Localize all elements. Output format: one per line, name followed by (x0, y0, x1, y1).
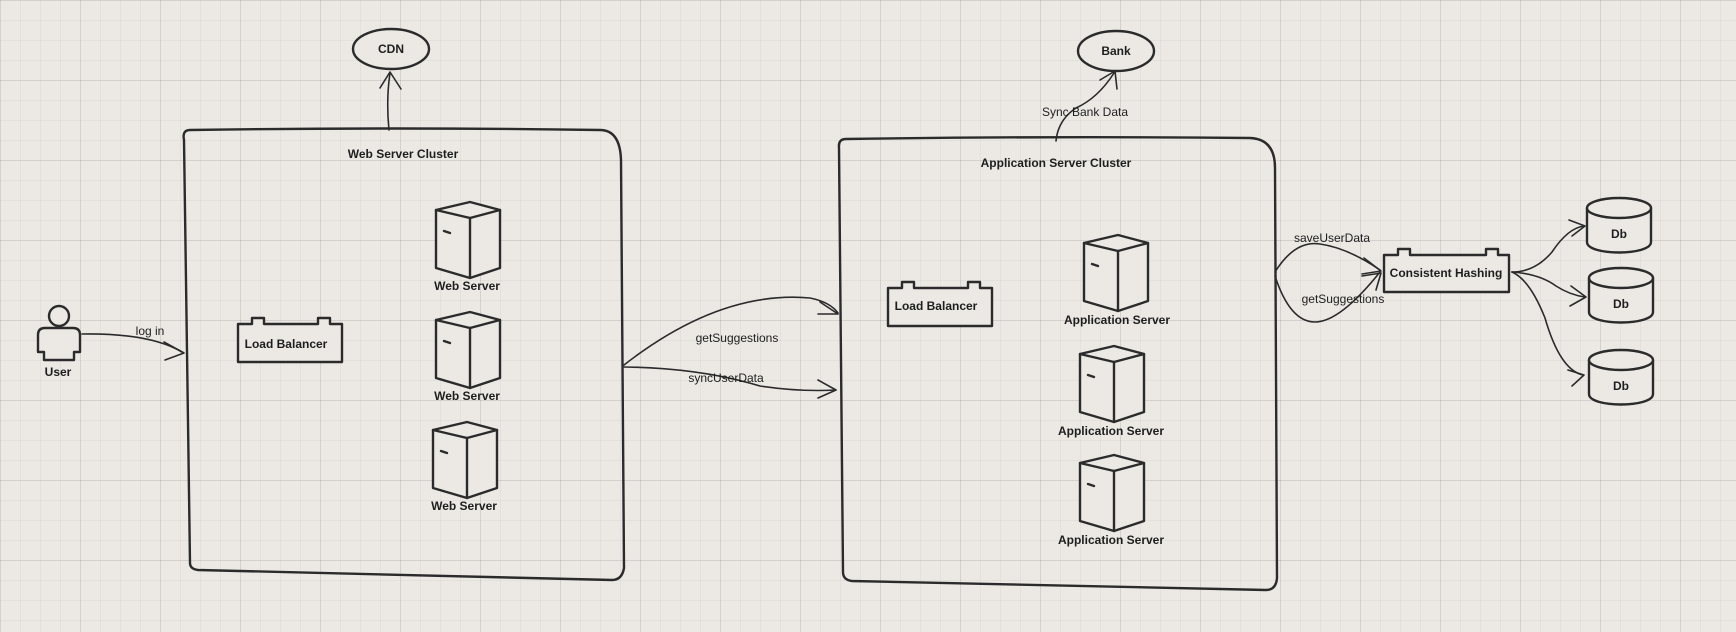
edge-hashing-db-3[interactable] (1511, 271, 1584, 376)
edge-sync-bank-data[interactable] (1055, 72, 1115, 142)
arrowhead-get-suggestions-app (1361, 272, 1382, 291)
edge-label-save-user-data: saveUserData (1294, 231, 1370, 245)
app-server-3-label: Application Server (1058, 533, 1164, 547)
db-1-label: Db (1611, 227, 1627, 241)
db-node-3[interactable]: Db (1587, 348, 1655, 406)
app-server-2-label: Application Server (1058, 424, 1164, 438)
app-server-2[interactable]: Application Server (1058, 344, 1164, 438)
web-server-3-label: Web Server (431, 499, 497, 513)
edge-sync-user-data[interactable] (623, 366, 837, 392)
app-server-3[interactable]: Application Server (1058, 453, 1164, 547)
consistent-hashing-label: Consistent Hashing (1390, 266, 1503, 280)
user-body-icon (36, 326, 82, 362)
user-label: User (45, 365, 72, 379)
edge-label-get-suggestions-app: getSuggestions (1302, 292, 1385, 306)
db-2-icon (1587, 266, 1655, 324)
edge-label-log-in: log in (136, 324, 165, 338)
edge-label-get-suggestions-web: getSuggestions (696, 331, 779, 345)
web-server-1[interactable]: Web Server (434, 200, 502, 293)
arrowhead-save-user-data (1361, 257, 1382, 275)
app-load-balancer-label: Load Balancer (895, 299, 978, 313)
user-head-icon (47, 304, 71, 328)
app-server-cluster-box[interactable] (837, 136, 1279, 592)
db-1-icon (1585, 196, 1653, 254)
cdn-label: CDN (378, 42, 404, 56)
edge-to-cdn[interactable] (386, 72, 391, 131)
arrowhead-db-3 (1567, 369, 1585, 387)
edge-get-suggestions-web[interactable] (623, 296, 839, 366)
web-server-2-icon (434, 310, 502, 390)
web-server-1-label: Web Server (434, 279, 500, 293)
arrowhead-db-1 (1568, 219, 1586, 237)
arrowhead-cdn (379, 71, 402, 90)
connectors (81, 70, 1587, 399)
bank-label: Bank (1101, 44, 1131, 58)
edge-hashing-db-1[interactable] (1511, 225, 1585, 273)
app-cluster-title: Application Server Cluster (981, 156, 1132, 170)
arrowhead-db-2 (1569, 285, 1587, 307)
arrowhead-get-suggestions-web (817, 301, 839, 315)
db-3-label: Db (1613, 379, 1629, 393)
cdn-node[interactable]: CDN (351, 27, 431, 71)
edge-save-user-data[interactable] (1274, 242, 1381, 273)
app-server-2-icon (1078, 344, 1146, 424)
web-server-2[interactable]: Web Server (434, 310, 502, 403)
app-server-1-icon (1082, 233, 1150, 313)
app-load-balancer[interactable]: Load Balancer (886, 280, 994, 328)
user-node[interactable]: User (36, 304, 82, 379)
web-server-cluster-box[interactable] (182, 127, 626, 582)
edge-get-suggestions-app[interactable] (1274, 271, 1381, 323)
bank-node[interactable]: Bank (1076, 29, 1156, 73)
app-server-1-label: Application Server (1064, 313, 1170, 327)
app-server-1[interactable]: Application Server (1064, 233, 1170, 327)
arrowhead-log-in (163, 341, 185, 361)
web-load-balancer[interactable]: Load Balancer (236, 316, 344, 364)
web-server-3-icon (431, 420, 499, 500)
edge-label-sync-user-data: syncUserData (688, 371, 764, 385)
web-server-2-label: Web Server (434, 389, 500, 403)
web-cluster-title: Web Server Cluster (348, 147, 459, 161)
db-2-label: Db (1613, 297, 1629, 311)
db-node-1[interactable]: Db (1585, 196, 1653, 254)
web-load-balancer-label: Load Balancer (245, 337, 328, 351)
web-server-1-icon (434, 200, 502, 280)
edge-label-sync-bank-data: Sync Bank Data (1042, 105, 1128, 119)
web-server-3[interactable]: Web Server (431, 420, 499, 513)
db-3-icon (1587, 348, 1655, 406)
db-node-2[interactable]: Db (1587, 266, 1655, 324)
arrowhead-sync-user-data (817, 379, 837, 399)
app-server-3-icon (1078, 453, 1146, 533)
consistent-hashing-node[interactable]: Consistent Hashing (1382, 247, 1511, 294)
edge-hashing-db-2[interactable] (1511, 271, 1586, 298)
